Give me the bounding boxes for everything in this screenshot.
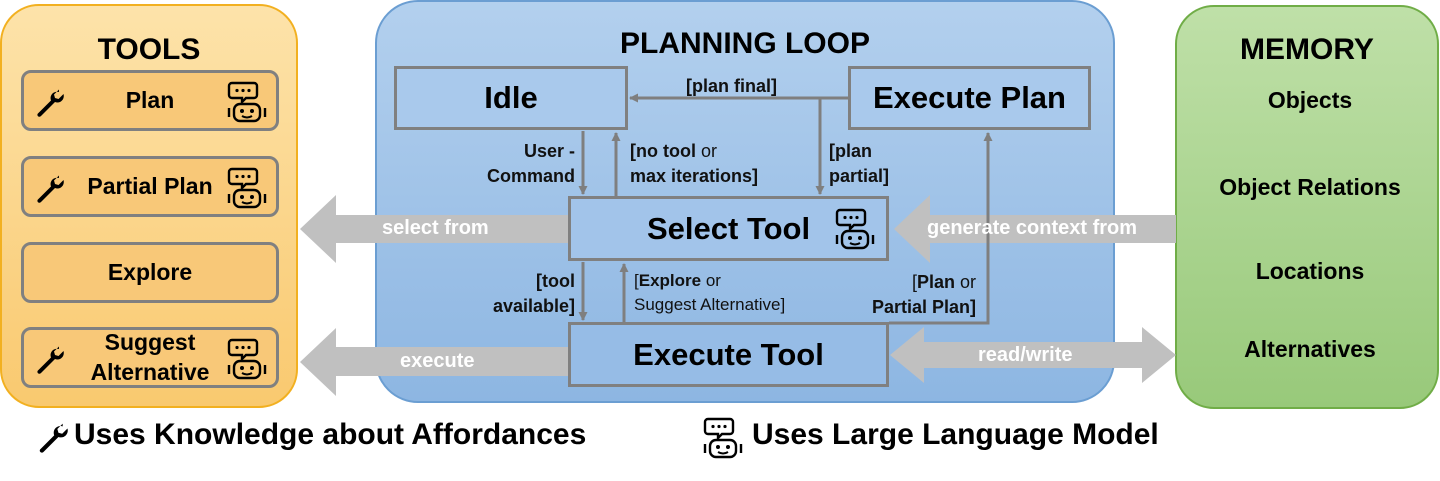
no-tool-a: [no tool bbox=[630, 141, 696, 161]
guard-tool-available: [tool available] bbox=[470, 269, 575, 319]
suggest-line1: Suggest bbox=[104, 328, 196, 355]
planning-loop-title: PLANNING LOOP bbox=[619, 27, 870, 60]
memory-object-relations: Object Relations bbox=[1219, 174, 1401, 200]
user-command-line2: Command bbox=[486, 166, 575, 187]
read-write-arrow bbox=[890, 327, 1176, 383]
plan-or-line2: Partial Plan] bbox=[871, 297, 976, 318]
tool-explore: Explore bbox=[21, 242, 279, 303]
plan-partial-line2: partial] bbox=[829, 166, 890, 187]
robot-chat-icon bbox=[227, 167, 267, 209]
tool-explore-label: Explore bbox=[107, 258, 193, 285]
generate-context-label: generate context from bbox=[927, 217, 1138, 239]
execute-arrow bbox=[300, 328, 568, 396]
plan-or-c: or bbox=[954, 272, 976, 292]
guard-user-command: User - Command bbox=[470, 139, 575, 189]
guard-explore: [Explore or Suggest Alternative] bbox=[634, 269, 785, 317]
no-tool-b: or bbox=[695, 141, 717, 161]
plan-or-b: Plan bbox=[916, 272, 955, 292]
wrench-icon bbox=[39, 423, 68, 453]
plan-partial-line1: [plan bbox=[829, 141, 872, 161]
guard-plan-or-partial: [Plan or Partial Plan] bbox=[860, 270, 976, 320]
legend-llm: Uses Large Language Model bbox=[752, 418, 1159, 451]
state-execute-plan: Execute Plan bbox=[848, 66, 1091, 130]
no-tool-line2: max iterations] bbox=[630, 166, 759, 187]
user-command-line1: User - bbox=[523, 141, 575, 161]
memory-locations: Locations bbox=[1255, 258, 1365, 284]
wrench-icon bbox=[37, 175, 64, 203]
tool-plan: Plan bbox=[21, 70, 279, 131]
robot-chat-icon bbox=[703, 417, 743, 459]
robot-chat-icon bbox=[227, 81, 267, 123]
state-select-tool: Select Tool bbox=[568, 196, 889, 261]
tool-partial-plan: Partial Plan bbox=[21, 156, 279, 217]
select-from-arrow bbox=[300, 195, 568, 263]
plan-or-partial-line bbox=[889, 132, 993, 325]
generate-context-arrow bbox=[894, 195, 1176, 263]
tool-available-line1: [tool bbox=[536, 271, 575, 291]
guard-plan-final: [plan final] bbox=[686, 76, 777, 96]
wrench-icon bbox=[37, 89, 64, 117]
read-write-label: read/write bbox=[978, 344, 1073, 366]
robot-chat-icon bbox=[227, 338, 267, 380]
memory-title: MEMORY bbox=[1240, 33, 1374, 66]
tool-partial-plan-label: Partial Plan bbox=[87, 172, 213, 199]
select-tool-label: Select Tool bbox=[647, 210, 811, 246]
explore-b: Explore bbox=[638, 271, 702, 290]
memory-alternatives: Alternatives bbox=[1244, 336, 1376, 362]
explore-line2: Suggest Alternative] bbox=[634, 294, 786, 314]
legend-affordances: Uses Knowledge about Affordances bbox=[74, 418, 587, 451]
tool-available-line2: available] bbox=[492, 296, 575, 317]
tool-plan-label: Plan bbox=[125, 86, 175, 113]
memory-panel bbox=[1175, 5, 1439, 409]
robot-chat-icon bbox=[835, 208, 875, 250]
explore-a: [ bbox=[634, 271, 639, 290]
plan-or-a: [ bbox=[911, 272, 917, 292]
suggest-line2: Alternative bbox=[90, 358, 210, 385]
tools-title: TOOLS bbox=[97, 33, 201, 66]
execute-label: execute bbox=[400, 350, 475, 372]
wrench-icon bbox=[37, 346, 64, 374]
state-execute-tool: Execute Tool bbox=[568, 322, 889, 387]
memory-objects: Objects bbox=[1267, 87, 1353, 113]
guard-plan-partial: [plan partial] bbox=[829, 139, 889, 189]
select-from-label: select from bbox=[382, 217, 489, 239]
state-idle: Idle bbox=[394, 66, 628, 130]
explore-c: or bbox=[701, 271, 721, 290]
guard-no-tool: [no tool or max iterations] bbox=[630, 139, 758, 189]
